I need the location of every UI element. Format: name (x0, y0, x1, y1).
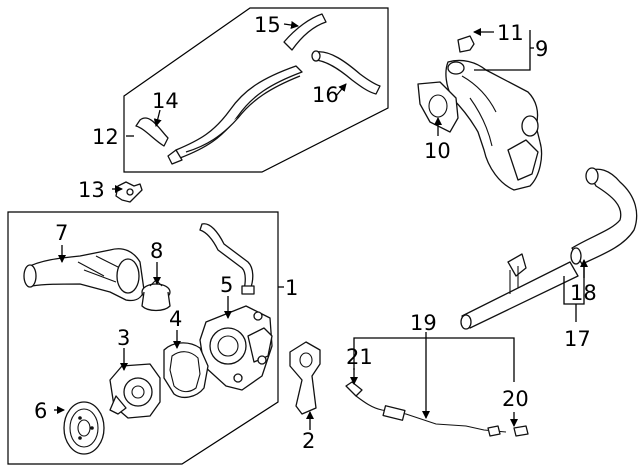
callout-14: 14 (152, 89, 179, 113)
callout-12: 12 (92, 125, 119, 149)
water-outlet-housing-icon (445, 59, 543, 191)
clip-icon (115, 181, 143, 203)
callout-10: 10 (424, 139, 451, 163)
callout-9: 9 (535, 37, 548, 61)
upper-hose-group-box (123, 7, 389, 173)
water-outlet-housing-icon (23, 248, 145, 302)
callout-18: 18 (570, 281, 597, 305)
callout-4: 4 (169, 307, 182, 331)
callout-20: 20 (502, 387, 529, 411)
callout-5: 5 (220, 273, 233, 297)
callout-1: 1 (285, 276, 298, 300)
water-pump-icon (109, 363, 161, 419)
coolant-pipe-icon (460, 167, 638, 330)
bypass-pipe-icon (167, 65, 303, 165)
outlet-gasket-icon (417, 81, 459, 133)
callout-labels: 1 2 3 4 5 6 7 8 9 10 11 12 13 14 15 16 1… (34, 13, 597, 453)
water-pump-group-box (7, 211, 279, 465)
callout-15: 15 (254, 13, 281, 37)
callout-11: 11 (497, 21, 524, 45)
thermostat-icon (141, 279, 171, 312)
callout-2: 2 (302, 429, 315, 453)
pulley-icon (63, 401, 105, 455)
pump-gasket-icon (163, 342, 209, 399)
callout-19: 19 (410, 311, 437, 335)
callout-13: 13 (78, 178, 105, 202)
callout-3: 3 (117, 326, 130, 350)
callout-7: 7 (55, 221, 68, 245)
water-pump-icon (199, 305, 273, 391)
callout-21: 21 (346, 345, 373, 369)
callout-17: 17 (564, 327, 591, 351)
callout-6: 6 (34, 399, 47, 423)
sensor-icon (345, 381, 529, 437)
bracket-icon (289, 341, 321, 415)
bolt-icon (457, 35, 475, 53)
bypass-pipe-icon (199, 223, 255, 295)
callout-16: 16 (312, 83, 339, 107)
leader-lines (54, 21, 588, 430)
callout-8: 8 (150, 239, 163, 263)
hose-icon (135, 13, 381, 147)
